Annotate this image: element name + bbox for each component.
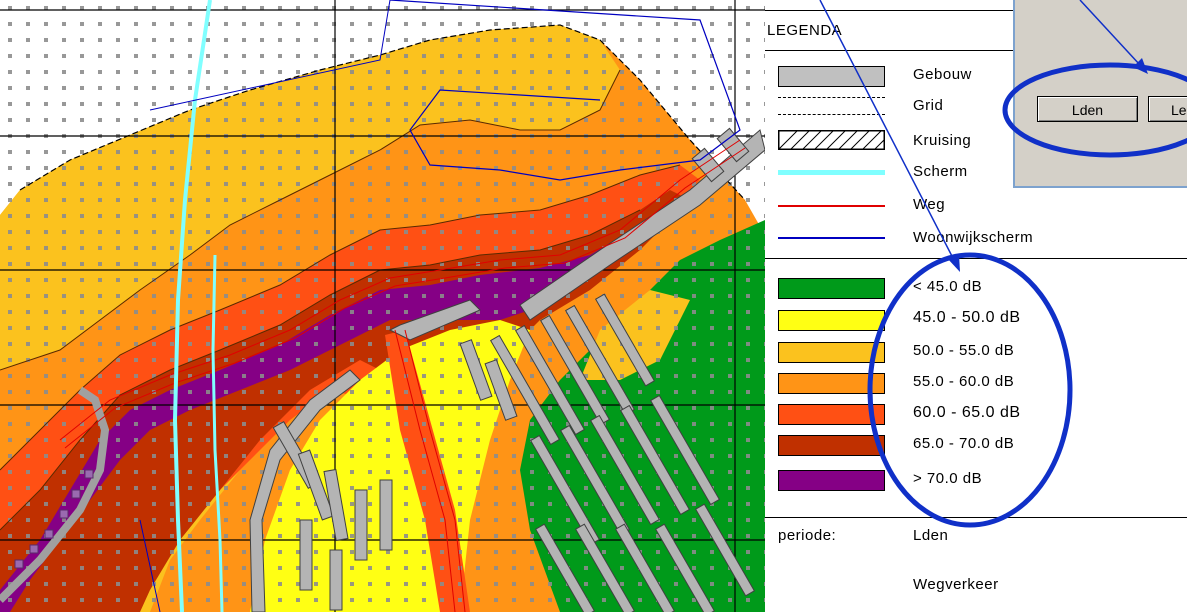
- class-swatch-45-50: [778, 310, 885, 331]
- class-label-55-60: 55.0 - 60.0 dB: [913, 373, 1015, 390]
- screen-line-swatch: [778, 170, 885, 175]
- noise-screen-line-2: [211, 254, 224, 612]
- class-label-50-55: 50.0 - 55.0 dB: [913, 342, 1015, 359]
- residential-screen-line-swatch: [778, 237, 885, 239]
- le-button[interactable]: Le: [1148, 96, 1187, 122]
- building-swatch: [778, 66, 885, 87]
- period-label: periode:: [778, 527, 837, 544]
- road-line-swatch: [778, 205, 885, 207]
- grid-outline: [19, 24, 746, 201]
- class-label-65-70: 65.0 - 70.0 dB: [913, 435, 1015, 452]
- legend-title: LEGENDA: [767, 22, 843, 39]
- class-label-above-70: > 70.0 dB: [913, 470, 983, 487]
- legend-top-border: [765, 10, 1187, 11]
- period-dialog: Lden Le: [1013, 0, 1187, 188]
- legend-divider-2: [765, 258, 1187, 259]
- legend-label-scherm: Scherm: [913, 163, 968, 180]
- legend-divider: [765, 50, 1187, 51]
- legend-label-gebouw: Gebouw: [913, 66, 972, 83]
- class-swatch-below-45: [778, 278, 885, 299]
- class-label-below-45: < 45.0 dB: [913, 278, 983, 295]
- class-swatch-55-60: [778, 373, 885, 394]
- noise-contour-map: [0, 0, 765, 612]
- legend-divider-3: [765, 517, 1187, 518]
- residential-screen-line: [389, 0, 741, 181]
- class-swatch-above-70: [778, 470, 885, 491]
- source-label: Wegverkeer: [913, 576, 999, 593]
- crossing-hatch-swatch: [778, 130, 885, 150]
- period-value: Lden: [913, 527, 949, 544]
- lden-button[interactable]: Lden: [1037, 96, 1138, 122]
- class-swatch-65-70: [778, 435, 885, 456]
- grid-line-swatch: [778, 97, 885, 115]
- legend-label-kruising: Kruising: [913, 132, 972, 149]
- class-label-45-50: 45.0 - 50.0 dB: [913, 309, 1021, 326]
- legend-label-woonwijkscherm: Woonwijkscherm: [913, 229, 1034, 246]
- class-swatch-50-55: [778, 342, 885, 363]
- left-curved-building: [0, 386, 110, 603]
- class-swatch-60-65: [778, 404, 885, 425]
- legend-label-grid: Grid: [913, 97, 944, 114]
- legend-label-weg: Weg: [913, 196, 946, 213]
- class-label-60-65: 60.0 - 65.0 dB: [913, 404, 1021, 421]
